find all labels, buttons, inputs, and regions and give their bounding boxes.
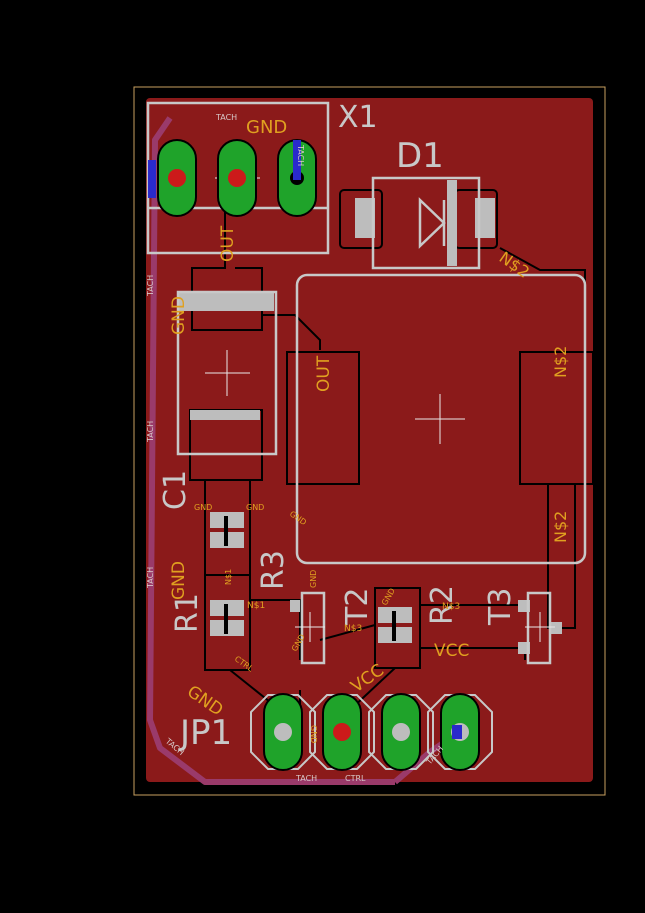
t2-outline [300, 591, 326, 665]
net-gnd-jp1-pad: GND [309, 725, 318, 743]
label-r3: R3 [256, 550, 291, 590]
jp1-octagon-4 [427, 694, 493, 770]
net-gnd-x1: GND [246, 117, 287, 138]
smd-pad-centers [224, 516, 396, 641]
net-gnd-c1b: GND [246, 503, 264, 512]
net-gnd-t2: GND [309, 570, 318, 588]
net-out-x1: OUT [218, 225, 238, 262]
label-r2: R2 [425, 585, 460, 625]
net-tach-bottom: TACH [295, 774, 317, 783]
net-ctrl-bottom: CTRL [345, 774, 366, 783]
x1-pads [148, 139, 317, 217]
t3-outline [526, 591, 552, 665]
jp1-octagon-2 [309, 694, 375, 770]
net-tach-left-1: TACH [146, 275, 155, 297]
net-gnd-r1: GND [169, 561, 189, 600]
net-ns2-right: N$2 [551, 511, 570, 543]
label-jp1: JP1 [178, 713, 232, 753]
designators: X1 D1 C1 R3 R1 T2 R2 T3 JP1 [158, 100, 518, 753]
reg-outline [176, 290, 278, 456]
ic-outline [295, 273, 587, 565]
net-ns3-t2: N$3 [344, 624, 362, 634]
label-r1: R1 [170, 593, 205, 633]
net-ns2-ic: N$2 [551, 346, 570, 378]
net-tach-x1-top: TACH [215, 113, 237, 122]
d1-pad-a [355, 198, 375, 238]
reg-tab-pad [178, 293, 274, 311]
label-t2: T2 [340, 588, 375, 626]
net-ns1-r3: N$1 [224, 569, 233, 585]
label-c1: C1 [158, 470, 193, 510]
net-tach-left-2: TACH [146, 421, 155, 443]
net-tach-left-3: TACH [146, 567, 155, 589]
net-vcc-t3: VCC [434, 641, 469, 661]
jp1-octagon-3 [368, 694, 434, 770]
net-out-ic: OUT [314, 355, 334, 392]
label-d1: D1 [396, 136, 444, 176]
net-gnd-c1a: GND [194, 503, 212, 512]
t2-pad [290, 600, 300, 612]
net-ns1-r1: N$1 [247, 601, 265, 611]
bottom-trace-left [147, 116, 395, 785]
t3-pad-3 [550, 622, 562, 634]
net-gnd-reg: GND [169, 296, 189, 335]
d1-outline [371, 176, 481, 270]
label-x1: X1 [338, 100, 378, 135]
label-t3: T3 [483, 588, 518, 626]
board-outline [133, 86, 606, 796]
net-tach-x1-pad: TACH [296, 144, 305, 166]
jp1-pads [250, 693, 493, 771]
jp1-octagon-1 [250, 694, 316, 770]
silk-fills [190, 180, 457, 420]
net-ns3-r2: N$3 [442, 602, 460, 612]
